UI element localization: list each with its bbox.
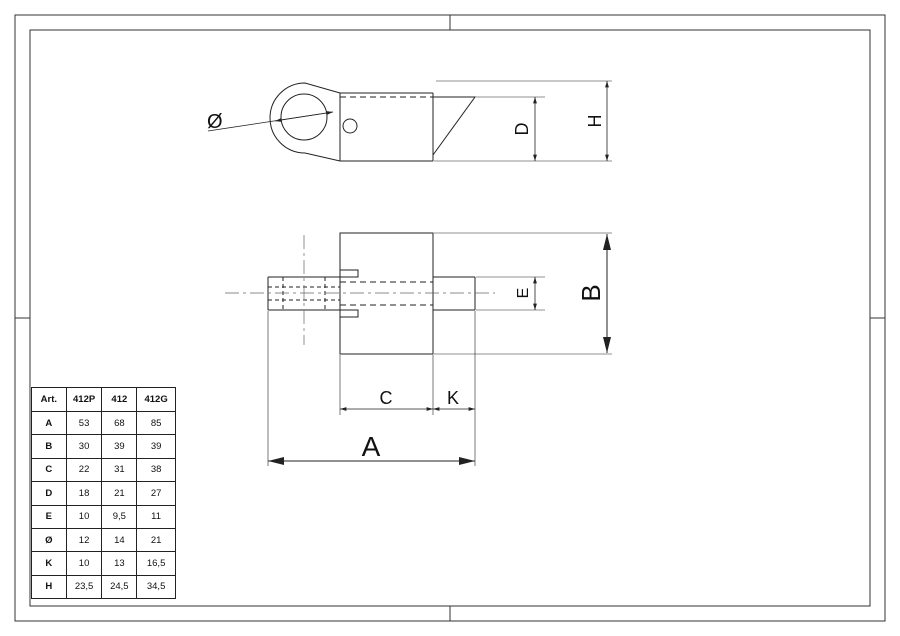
table-cell: 85	[136, 410, 176, 436]
label-diameter: Ø	[207, 111, 223, 133]
table-cell: 12	[65, 527, 103, 553]
table-cell: 11	[136, 504, 176, 529]
table-cell: 10	[65, 504, 103, 529]
table-row-label: C	[31, 457, 67, 483]
label-E: E	[515, 288, 532, 299]
front-view	[225, 232, 612, 466]
table-header-cell: Art.	[31, 387, 67, 412]
table-cell: 21	[101, 481, 138, 506]
table-cell: 68	[101, 410, 138, 436]
table-cell: 22	[65, 457, 103, 483]
table-cell: 31	[101, 457, 138, 483]
eye-outline	[269, 82, 341, 162]
label-A: A	[362, 431, 381, 462]
eye-hole	[280, 93, 328, 141]
table-cell: 39	[136, 434, 176, 459]
table-header-cell: 412G	[136, 387, 176, 412]
table-cell: 53	[65, 410, 103, 436]
table-cell: 38	[136, 457, 176, 483]
table-row-label: D	[31, 481, 67, 506]
table-cell: 9,5	[101, 504, 138, 529]
label-K: K	[447, 388, 459, 408]
small-hole	[342, 118, 358, 134]
table-row-label: K	[31, 551, 67, 576]
table-row-label: H	[31, 574, 67, 600]
table-cell: 14	[101, 527, 138, 553]
table-cell: 24,5	[101, 574, 138, 600]
label-D: D	[512, 123, 532, 136]
table-row-label: B	[31, 434, 67, 459]
table-cell: 21	[136, 527, 176, 553]
table-cell: 23,5	[65, 574, 103, 600]
label-H: H	[585, 115, 605, 128]
table-row-label: Ø	[31, 527, 67, 553]
table-row-label: A	[31, 410, 67, 436]
table-row-label: E	[31, 504, 67, 529]
sheet-frame	[14, 14, 886, 622]
table-cell: 18	[65, 481, 103, 506]
table-header-row: Art. 412P 412 412G	[31, 387, 176, 412]
table-header-cell: 412P	[65, 387, 103, 412]
body-block	[339, 232, 434, 355]
table-cell: 34,5	[136, 574, 176, 600]
table-cell: 10	[65, 551, 103, 576]
table-cell: 27	[136, 481, 176, 506]
table-cell: 16,5	[136, 551, 176, 576]
table-cell: 39	[101, 434, 138, 459]
label-C: C	[380, 388, 393, 408]
table-cell: 30	[65, 434, 103, 459]
table-header-cell: 412	[101, 387, 138, 412]
label-B: B	[576, 284, 606, 301]
top-view	[207, 80, 612, 162]
table-cell: 13	[101, 551, 138, 576]
dimension-labels: Ø D H E B C K A	[207, 111, 606, 462]
